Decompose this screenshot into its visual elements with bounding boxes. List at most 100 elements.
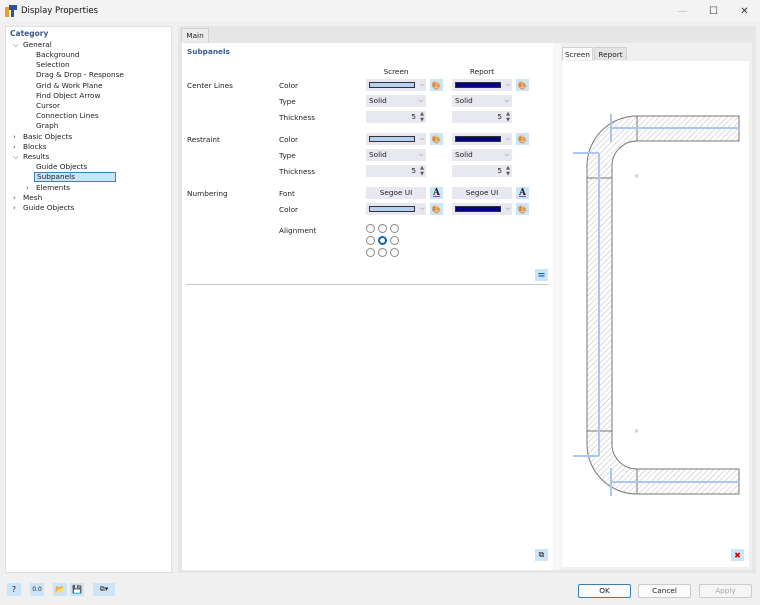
alignment-bottom-right-radio[interactable] <box>390 248 399 257</box>
maximize-button[interactable]: ☐ <box>698 0 729 22</box>
spinner-arrows-icon[interactable]: ▲▼ <box>506 165 510 177</box>
spinner-arrows-icon[interactable]: ▲▼ <box>506 111 510 123</box>
center-lines-report-type-select[interactable]: Solid⌵ <box>452 95 512 107</box>
label-type: Type <box>279 97 296 106</box>
palette-icon: 🎨 <box>431 134 442 144</box>
tab-screen[interactable]: Screen <box>562 47 593 60</box>
preview-canvas: × × ✖ <box>562 61 749 567</box>
numbering-report-color-select[interactable]: ⌵ <box>452 203 512 215</box>
equals-icon: = <box>537 269 546 281</box>
tree-item-graph[interactable]: Graph <box>36 121 59 130</box>
ok-button[interactable]: OK <box>578 584 631 598</box>
settings-panel: Subpanels Screen Report Center Lines Col… <box>182 43 553 570</box>
close-icon: ✕ <box>740 5 749 17</box>
alignment-top-right-radio[interactable] <box>390 224 399 233</box>
restraint-report-color-select[interactable]: ⌵ <box>452 133 512 145</box>
color-palette-button[interactable]: 🎨 <box>516 203 529 215</box>
font-settings-button[interactable]: A <box>516 187 529 199</box>
center-lines-screen-type-select[interactable]: Solid⌵ <box>366 95 426 107</box>
tree-item-cursor[interactable]: Cursor <box>36 101 60 110</box>
category-header: Category <box>10 29 49 38</box>
chevron-right-icon[interactable]: › <box>26 184 29 192</box>
load-icon: 📂 <box>55 585 65 594</box>
divider <box>186 284 549 285</box>
chevron-down-icon: ⌵ <box>504 97 509 104</box>
center-lines-screen-thickness-spinner[interactable]: 5▲▼ <box>366 111 426 123</box>
tree-item-elements[interactable]: ›Elements <box>26 183 71 192</box>
label-alignment: Alignment <box>279 226 317 235</box>
tree-item-drag-drop[interactable]: Drag & Drop - Response <box>36 70 124 79</box>
numbering-report-font-button[interactable]: Segoe UI <box>452 187 512 199</box>
tree-item-grid-work-plane[interactable]: Grid & Work Plane <box>36 81 103 90</box>
tree-item-results[interactable]: ⌵Results <box>13 152 50 161</box>
center-lines-report-color-select[interactable]: ⌵ <box>452 79 512 91</box>
chevron-right-icon[interactable]: › <box>13 143 16 151</box>
tree-item-blocks[interactable]: ›Blocks <box>13 142 47 151</box>
color-palette-button[interactable]: 🎨 <box>516 79 529 91</box>
tree-item-background[interactable]: Background <box>36 50 80 59</box>
alignment-center-radio[interactable] <box>378 236 387 245</box>
alignment-bottom-center-radio[interactable] <box>378 248 387 257</box>
chevron-right-icon[interactable]: › <box>13 133 16 141</box>
save-button[interactable]: 💾 <box>70 583 84 596</box>
tree-item-guide-objects[interactable]: ›Guide Objects <box>13 203 75 212</box>
alignment-top-left-radio[interactable] <box>366 224 375 233</box>
restraint-screen-type-select[interactable]: Solid⌵ <box>366 149 426 161</box>
tree-item-subpanels[interactable]: Subpanels <box>34 172 116 182</box>
close-button[interactable]: ✕ <box>729 0 760 22</box>
font-icon: A <box>433 188 440 198</box>
equal-settings-button[interactable]: = <box>535 269 548 281</box>
restraint-screen-thickness-spinner[interactable]: 5▲▼ <box>366 165 426 177</box>
tree-item-mesh[interactable]: ›Mesh <box>13 193 43 202</box>
color-palette-button[interactable]: 🎨 <box>430 133 443 145</box>
help-button[interactable]: ? <box>7 583 21 596</box>
alignment-middle-right-radio[interactable] <box>390 236 399 245</box>
chevron-down-icon: ⌵ <box>506 205 511 212</box>
font-icon: A <box>519 188 526 198</box>
spinner-arrows-icon[interactable]: ▲▼ <box>420 111 424 123</box>
minimize-button[interactable]: — <box>667 0 698 22</box>
center-lines-report-thickness-spinner[interactable]: 5▲▼ <box>452 111 512 123</box>
tree-item-find-object-arrow[interactable]: Find Object Arrow <box>36 91 101 100</box>
tab-main[interactable]: Main <box>181 28 209 42</box>
category-tree: Category ⌵General Background Selection D… <box>5 26 172 573</box>
tree-item-basic-objects[interactable]: ›Basic Objects <box>13 132 73 141</box>
chevron-down-icon[interactable]: ⌵ <box>13 41 19 49</box>
restraint-report-type-select[interactable]: Solid⌵ <box>452 149 512 161</box>
font-settings-button[interactable]: A <box>430 187 443 199</box>
dialog-footer: ? 0.0 📂 💾 ⧉▾ OK Cancel Apply <box>0 576 760 605</box>
label-color: Color <box>279 81 299 90</box>
chevron-right-icon[interactable]: › <box>13 194 16 202</box>
numbering-screen-color-select[interactable]: ⌵ <box>366 203 426 215</box>
load-button[interactable]: 📂 <box>53 583 67 596</box>
restraint-screen-color-select[interactable]: ⌵ <box>366 133 426 145</box>
alignment-bottom-left-radio[interactable] <box>366 248 375 257</box>
column-header-report: Report <box>469 67 495 76</box>
color-palette-button[interactable]: 🎨 <box>430 203 443 215</box>
copy-settings-button[interactable]: ⧉ <box>535 549 548 561</box>
tree-item-results-guide-objects[interactable]: Guide Objects <box>36 162 88 171</box>
cancel-button[interactable]: Cancel <box>638 584 691 598</box>
tree-item-selection[interactable]: Selection <box>36 60 70 69</box>
palette-icon: 🎨 <box>517 134 528 144</box>
label-color: Color <box>279 205 299 214</box>
apply-button[interactable]: Apply <box>699 584 752 598</box>
tree-item-connection-lines[interactable]: Connection Lines <box>36 111 99 120</box>
chevron-down-icon: ⌵ <box>420 135 425 142</box>
reset-view-button[interactable]: ✖ <box>731 549 744 561</box>
alignment-middle-left-radio[interactable] <box>366 236 375 245</box>
restraint-report-thickness-spinner[interactable]: 5▲▼ <box>452 165 512 177</box>
units-button[interactable]: 0.0 <box>30 583 44 596</box>
alignment-top-center-radio[interactable] <box>378 224 387 233</box>
center-lines-screen-color-select[interactable]: ⌵ <box>366 79 426 91</box>
chevron-right-icon[interactable]: › <box>13 204 16 212</box>
numbering-screen-font-button[interactable]: Segoe UI <box>366 187 426 199</box>
spinner-arrows-icon[interactable]: ▲▼ <box>420 165 424 177</box>
color-palette-button[interactable]: 🎨 <box>516 133 529 145</box>
tree-item-general[interactable]: ⌵General <box>13 40 52 49</box>
color-palette-button[interactable]: 🎨 <box>430 79 443 91</box>
main-area: Main Subpanels Screen Report Center Line… <box>178 26 756 573</box>
chevron-down-icon[interactable]: ⌵ <box>13 153 19 161</box>
defaults-dropdown-button[interactable]: ⧉▾ <box>93 583 115 596</box>
tab-report[interactable]: Report <box>594 47 627 60</box>
